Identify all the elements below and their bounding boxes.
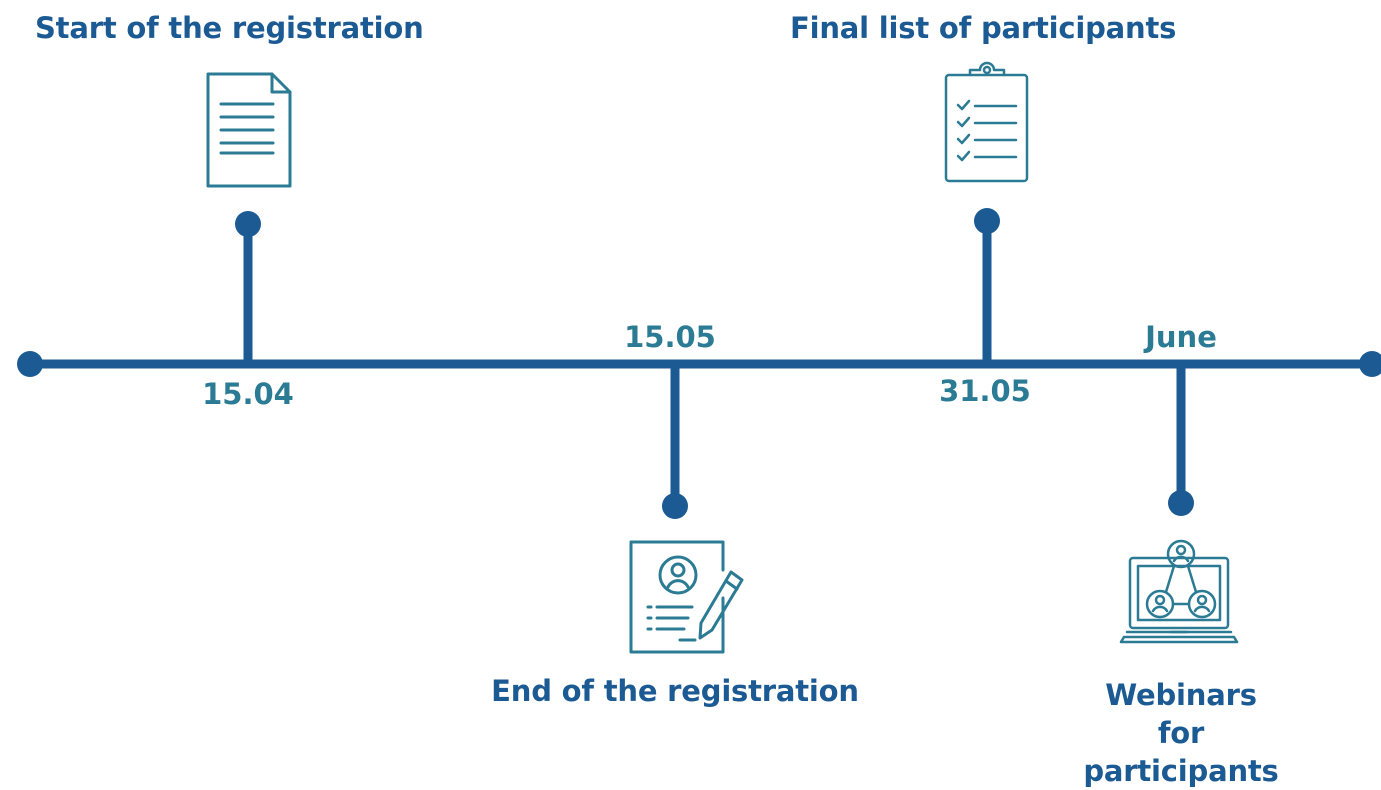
milestone-webinars-title-line2: for participants	[1083, 716, 1279, 788]
milestone-webinars-title-line1: Webinars	[1105, 678, 1257, 712]
timeline-graphics	[17, 61, 1381, 654]
laptop-network-icon	[1119, 539, 1239, 644]
milestone-start-date: 15.04	[202, 377, 294, 411]
axis-start-dot	[17, 351, 43, 377]
stem-webinars-dot	[1168, 490, 1194, 516]
document-icon	[206, 72, 292, 188]
timeline-diagram: Start of the registration Final list of …	[17, 11, 1381, 788]
milestone-start-title: Start of the registration	[35, 11, 424, 45]
milestone-end-date: 15.05	[624, 320, 716, 354]
registration-form-icon	[629, 540, 744, 654]
stem-start-dot	[235, 211, 261, 237]
milestone-webinars-date: June	[1145, 320, 1217, 354]
milestone-final-date: 31.05	[939, 374, 1031, 408]
stem-final-dot	[974, 208, 1000, 234]
axis-end-dot	[1359, 351, 1381, 377]
milestone-final-title: Final list of participants	[790, 11, 1177, 45]
milestone-webinars-title: Webinars for participants	[1081, 676, 1281, 790]
clipboard-checklist-icon	[944, 61, 1029, 183]
stem-end-dot	[662, 493, 688, 519]
milestone-end-title: End of the registration	[491, 674, 859, 708]
